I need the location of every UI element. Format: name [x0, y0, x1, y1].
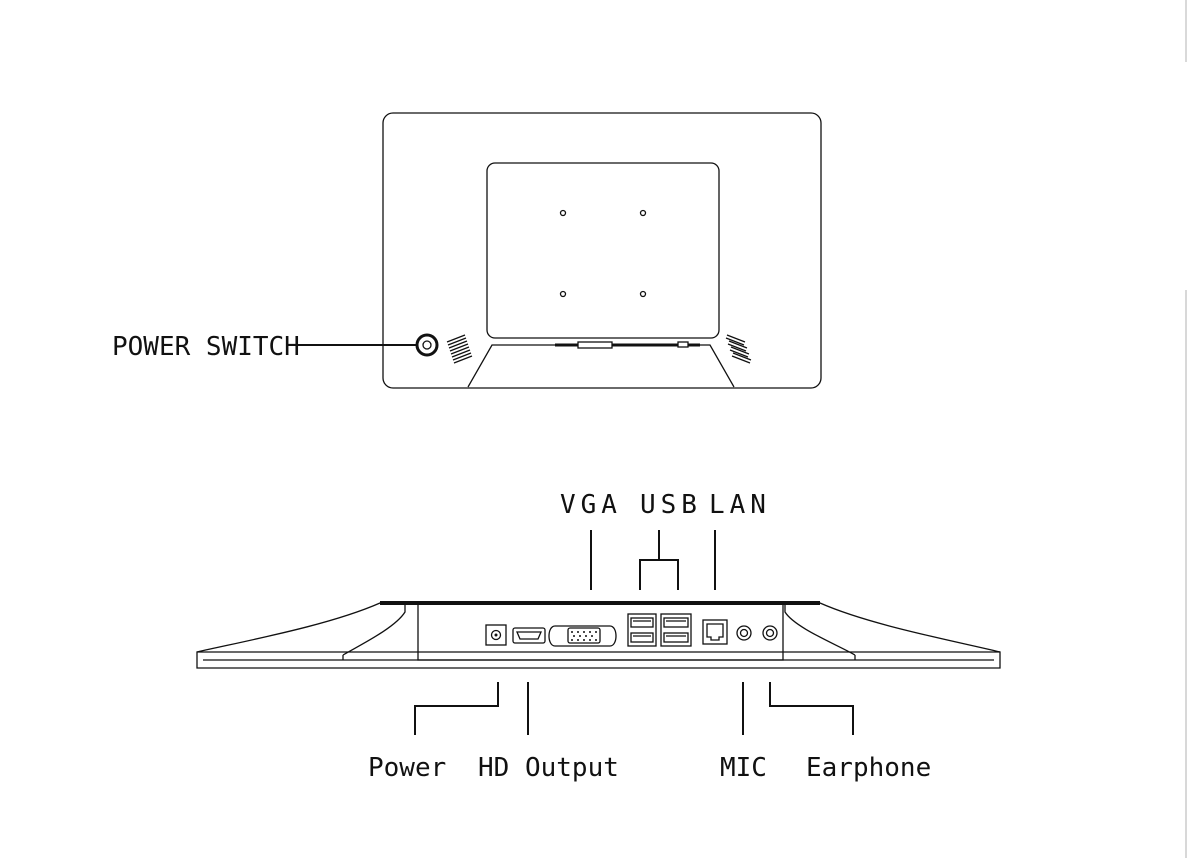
power-switch-label: POWER SWITCH — [112, 332, 300, 362]
hd-output-label: HD Output — [478, 753, 619, 783]
power-leader — [414, 682, 499, 735]
port-notch — [577, 341, 613, 349]
mic-jack-icon — [736, 625, 752, 641]
vesa-hole — [639, 209, 647, 217]
vent-left — [446, 334, 473, 364]
vesa-hole — [559, 209, 567, 217]
vent-right — [725, 334, 752, 364]
vesa-hole — [559, 290, 567, 298]
mic-label: MIC — [720, 753, 767, 783]
monitor-bottom-view — [196, 601, 1001, 669]
earphone-leader — [769, 682, 854, 735]
power-switch-center — [422, 340, 432, 350]
power-label: Power — [368, 753, 446, 783]
usb-port-icon — [627, 613, 657, 647]
vga-pins — [571, 631, 597, 641]
port-notch — [677, 341, 689, 348]
usb-label: USB — [640, 490, 702, 520]
left-side-curve — [342, 603, 406, 656]
earphone-jack-icon — [762, 625, 778, 641]
vesa-hole — [639, 290, 647, 298]
lan-label: LAN — [709, 490, 771, 520]
right-side-curve — [784, 603, 856, 656]
rear-housing — [382, 112, 822, 389]
usb-port-icon — [660, 613, 692, 647]
usb-leader — [639, 530, 679, 590]
vesa-plate — [486, 162, 720, 339]
vga-label: VGA — [560, 490, 622, 520]
rear-port-cover — [467, 344, 735, 388]
earphone-label: Earphone — [806, 753, 931, 783]
power-switch-icon — [415, 333, 439, 357]
bezel-bottom — [196, 651, 1001, 669]
vga-port-icon — [548, 625, 617, 647]
monitor-rear-view — [382, 112, 822, 389]
